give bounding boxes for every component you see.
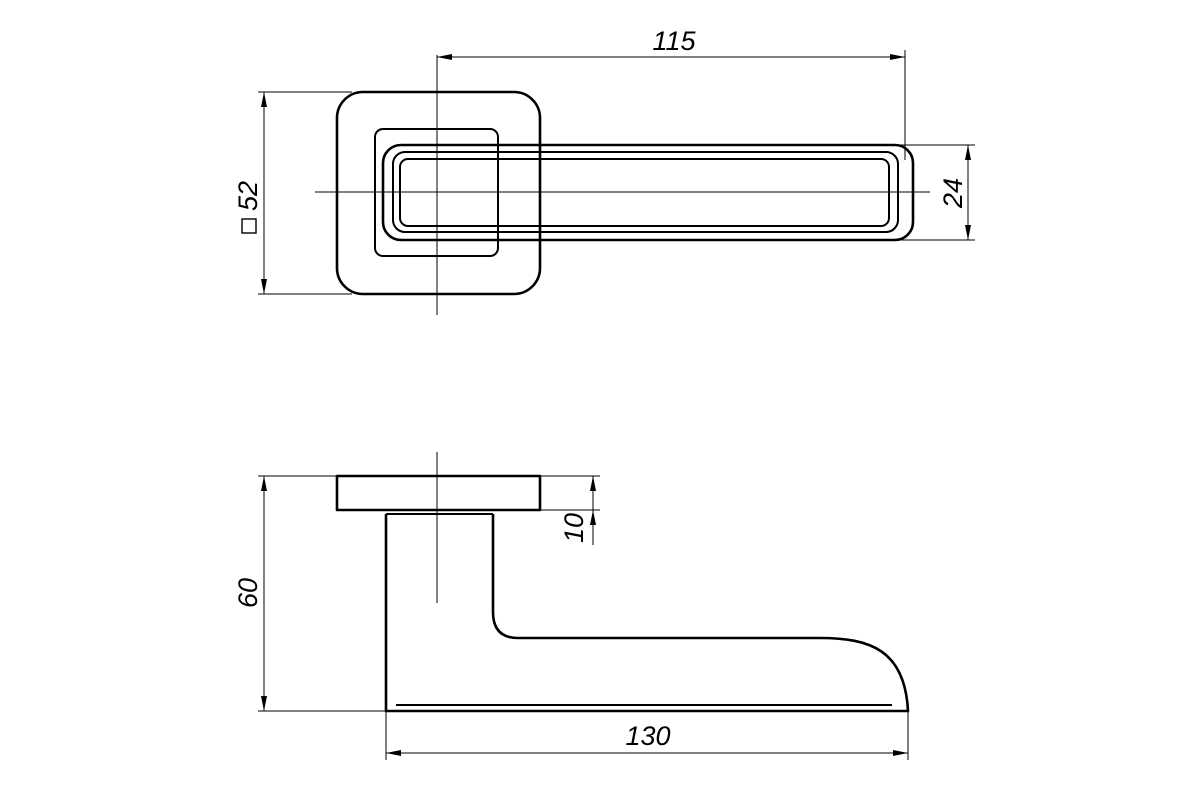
dim-52-label: 52 bbox=[233, 181, 263, 211]
dim-24-label: 24 bbox=[938, 178, 968, 209]
top-view: 115 24 52 bbox=[233, 26, 975, 315]
dim-130-arrow-right bbox=[893, 750, 908, 756]
dim-52-arrow-top bbox=[261, 92, 267, 107]
square-icon bbox=[241, 218, 257, 234]
dim-10-arrow bbox=[590, 476, 596, 491]
rosette-plate bbox=[335, 474, 542, 512]
side-view: 10 60 130 bbox=[233, 452, 910, 760]
dim-115-arrow-left bbox=[437, 54, 452, 60]
dim-24-arrow-top bbox=[965, 145, 971, 160]
dim-60-arrow-top bbox=[261, 476, 267, 491]
lever-profile bbox=[384, 514, 910, 713]
dim-60-arrow-bottom bbox=[261, 696, 267, 711]
dim-10-label: 10 bbox=[559, 513, 589, 543]
dim-130-label: 130 bbox=[625, 721, 670, 751]
dim-24-arrow-bottom bbox=[965, 225, 971, 240]
dim-52-arrow-bottom bbox=[261, 279, 267, 294]
dim-60-label: 60 bbox=[233, 578, 263, 608]
dim-10-arrow-bottom bbox=[590, 510, 596, 525]
dim-115-arrow-right bbox=[890, 54, 905, 60]
rosette-outline bbox=[335, 90, 542, 296]
dim-52-label-group: 52 bbox=[233, 181, 263, 234]
dim-115-label: 115 bbox=[652, 26, 696, 56]
dim-130-arrow-left bbox=[386, 750, 401, 756]
